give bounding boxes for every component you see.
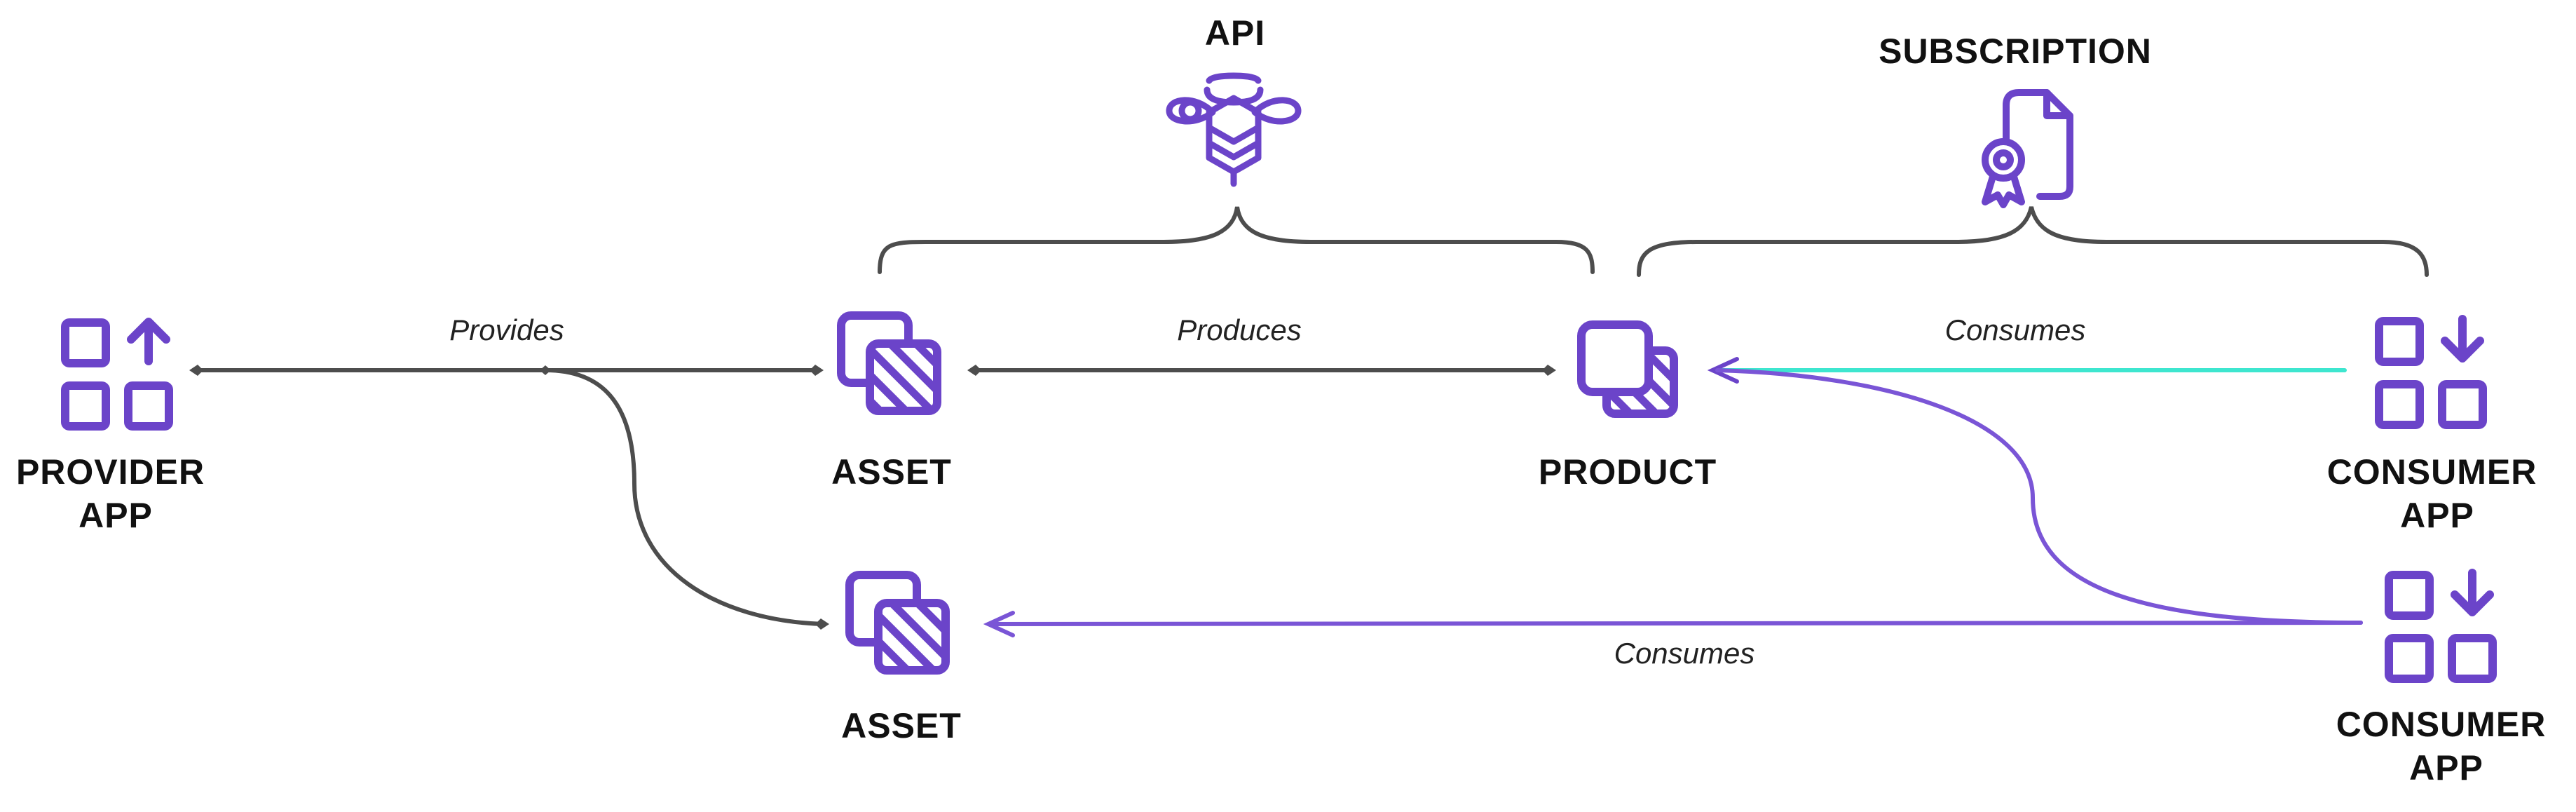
asset-stack-icon-bottom <box>845 571 950 675</box>
node-label-provider-app: PROVIDER APP <box>16 452 215 535</box>
edge-provides-branch <box>543 368 826 626</box>
product-stack-icon <box>1577 320 1678 418</box>
node-label-consumer-app-bottom-line2: APP <box>2409 748 2483 787</box>
node-label-consumer-app-top-line1: CONSUMER <box>2327 452 2537 492</box>
api-bracket <box>878 206 1595 274</box>
branch-junction <box>540 365 551 375</box>
arrowhead-produces-left <box>967 365 981 376</box>
edge-label-consumes-top: Consumes <box>1945 313 2086 346</box>
node-label-consumer-app-bottom-line1: CONSUMER <box>2336 705 2547 744</box>
node-label-consumer-app-top: CONSUMER APP <box>2327 452 2548 535</box>
api-icon <box>1166 72 1302 187</box>
apps-download-icon <box>2375 315 2487 429</box>
edge-consumes-bottom-to-product <box>1715 368 2363 625</box>
apps-upload-icon <box>61 318 173 431</box>
apps-download-icon-bottom <box>2385 569 2497 683</box>
certificate-document-icon <box>1982 89 2073 208</box>
node-label-consumer-app-bottom: CONSUMER APP <box>2336 705 2557 787</box>
group-label-subscription: SUBSCRIPTION <box>1879 32 2152 71</box>
asset-stack-icon <box>837 311 941 415</box>
edge-label-consumes-bottom: Consumes <box>1614 637 1755 670</box>
edge-label-provides: Provides <box>449 313 564 346</box>
edge-label-produces: Produces <box>1177 313 1301 346</box>
node-label-asset-top: ASSET <box>831 452 952 492</box>
arrowhead-produces-right <box>1542 365 1556 376</box>
arrowhead-provides-right <box>810 365 824 376</box>
node-label-consumer-app-top-line2: APP <box>2400 496 2474 535</box>
node-label-product: PRODUCT <box>1539 452 1717 492</box>
arrowhead-provides-left <box>189 365 203 376</box>
arrowhead-consumes-bottom <box>983 611 1015 637</box>
arrowhead-consumes-top <box>1707 357 1739 384</box>
node-label-provider-app-line2: APP <box>79 496 153 535</box>
arrowhead-provides-branch <box>815 618 829 630</box>
node-label-provider-app-line1: PROVIDER <box>16 452 205 492</box>
edge-consumes-bottom <box>986 621 2363 626</box>
node-label-asset-bottom: ASSET <box>841 706 962 745</box>
subscription-bracket <box>1637 206 2429 277</box>
group-label-api: API <box>1205 13 1265 53</box>
